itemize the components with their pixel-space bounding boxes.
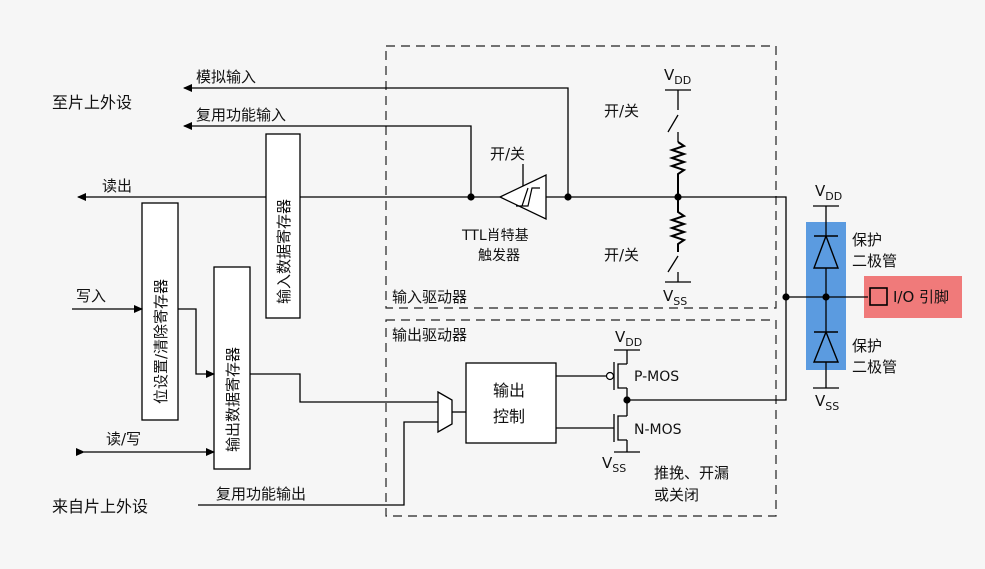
junction-dot [467,193,475,201]
lower-diode-icon [812,330,840,363]
output-control-label-1: 输出 [493,381,525,400]
read-out-label: 读出 [102,177,132,195]
input-driver-label: 输入驱动器 [392,288,467,306]
trigger-on-off-label: 开/关 [490,145,525,163]
nmos-label: N-MOS [634,422,682,438]
vdd-label: VDD [664,66,691,87]
pmos-gate-bubble [605,371,615,381]
output-mux [437,390,453,434]
diode-vss-label: VSS [815,392,839,413]
output-data-register [213,266,251,470]
nmos-vss-label: VSS [602,454,626,475]
output-control-box [465,362,557,444]
write-in-label: 写入 [76,287,106,305]
pin-node-dot [782,293,790,301]
alt-func-output-label: 复用功能输出 [216,485,306,503]
read-write-label: 读/写 [106,430,141,448]
push-pull-label-1: 推挽、开漏 [654,464,729,482]
output-control-label-2: 控制 [493,407,525,426]
io-pin-square-icon [869,287,888,306]
pulldown-resistor-icon [668,197,688,252]
lower-protect-label-1: 保护 [852,337,882,355]
diode-vdd-label: VDD [815,182,842,203]
pmos-vdd-label: VDD [615,328,642,349]
bit-set-reset-register-label: 位设置/清除寄存器 [152,279,170,404]
junction-dot [564,193,572,201]
lower-protect-label-2: 二极管 [852,358,897,376]
alt-func-input-label: 复用功能输入 [196,106,286,124]
upper-protect-label-2: 二极管 [852,252,897,270]
analog-input-line [183,84,569,197]
input-driver-box [385,45,777,309]
upper-protect-label-1: 保护 [852,231,882,249]
pullup-switch-icon [667,114,679,133]
ttl-schmitt-label-1: TTL肖特基 [461,227,529,244]
to-peripherals-label: 至片上外设 [52,93,132,112]
input-data-register [265,133,301,319]
pullup-on-off-label: 开/关 [604,102,639,120]
pmos-transistor-icon [613,362,627,390]
output-data-register-label: 输出数据寄存器 [224,347,242,452]
pmos-label: P-MOS [634,369,679,385]
pulldown-on-off-label: 开/关 [604,246,639,264]
output-driver-box [385,319,777,517]
pullup-resistor-icon [668,141,688,197]
pulldown-switch-icon [667,255,679,273]
odr-to-mux-line [250,373,438,403]
from-peripherals-label: 来自片上外设 [52,497,148,516]
bit-set-reset-register [141,202,179,421]
output-driver-label: 输出驱动器 [392,326,467,344]
hysteresis-icon [516,187,540,207]
io-pin-highlight [864,276,962,318]
nmos-transistor-icon [613,414,627,442]
ttl-schmitt-label-2: 触发器 [478,248,520,264]
pin-read-wire [678,196,787,297]
output-to-pin-wire [627,297,787,401]
vss-label: VSS [663,287,687,308]
alt-func-input-line [183,122,472,197]
alt-func-output-line [198,421,438,506]
set-reset-to-odr-line [178,308,215,378]
analog-input-label: 模拟输入 [196,68,256,86]
input-data-register-label: 输入数据寄存器 [275,199,293,304]
upper-diode-icon [812,234,840,269]
push-pull-label-2: 或关闭 [654,486,699,504]
io-pin-label: I/O 引脚 [893,288,949,306]
